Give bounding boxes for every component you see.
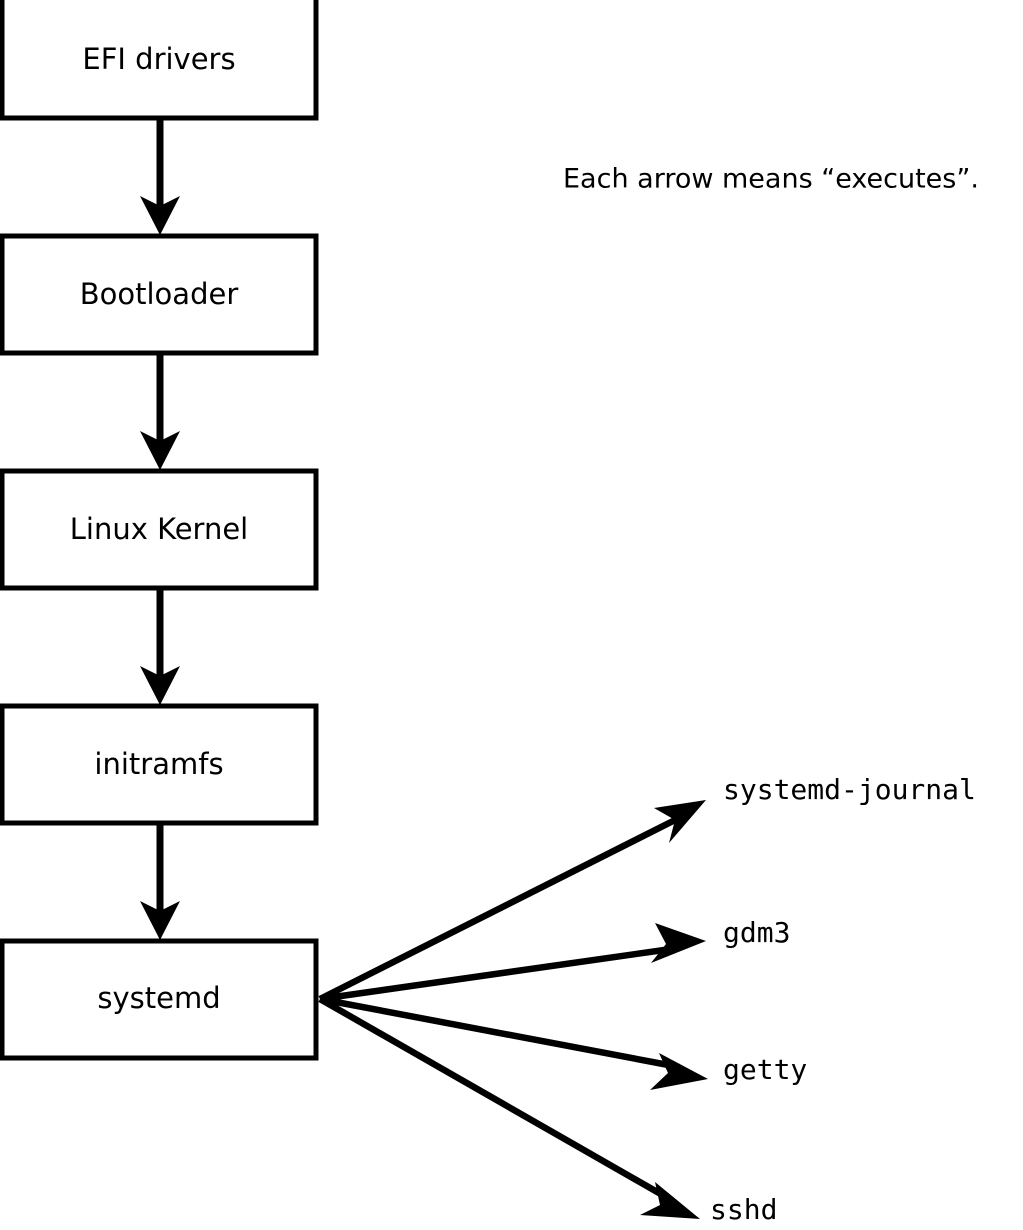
node-systemd[interactable]: systemd — [0, 938, 319, 1061]
arrow-meaning-annotation: Each arrow means “executes”. — [563, 164, 979, 195]
service-label-sshd: sshd — [710, 1193, 777, 1226]
chain-arrow-initramfs-to-systemd — [140, 823, 180, 940]
service-label-systemd-journal: systemd-journal — [723, 773, 976, 806]
service-arrow-getty — [319, 995, 708, 1090]
node-label-initramfs: initramfs — [94, 747, 223, 781]
node-label-linux-kernel: Linux Kernel — [70, 512, 248, 546]
node-linux-kernel[interactable]: Linux Kernel — [0, 468, 319, 591]
service-arrow-sshd — [318, 996, 700, 1219]
node-bootloader[interactable]: Bootloader — [0, 233, 319, 356]
node-label-efi-drivers: EFI drivers — [82, 42, 235, 76]
node-label-bootloader: Bootloader — [80, 277, 239, 311]
node-efi-drivers[interactable]: EFI drivers — [0, 0, 319, 121]
chain-arrow-kernel-to-initramfs — [140, 588, 180, 705]
service-label-gdm3: gdm3 — [723, 916, 790, 949]
service-arrow-systemd-journal — [318, 800, 706, 1002]
service-arrow-gdm3 — [319, 923, 706, 1003]
chain-arrow-efi-to-bootloader — [140, 118, 180, 235]
node-label-systemd: systemd — [97, 981, 220, 1015]
node-initramfs[interactable]: initramfs — [0, 703, 319, 826]
chain-arrow-bootloader-to-kernel — [140, 353, 180, 470]
service-label-getty: getty — [723, 1053, 807, 1086]
